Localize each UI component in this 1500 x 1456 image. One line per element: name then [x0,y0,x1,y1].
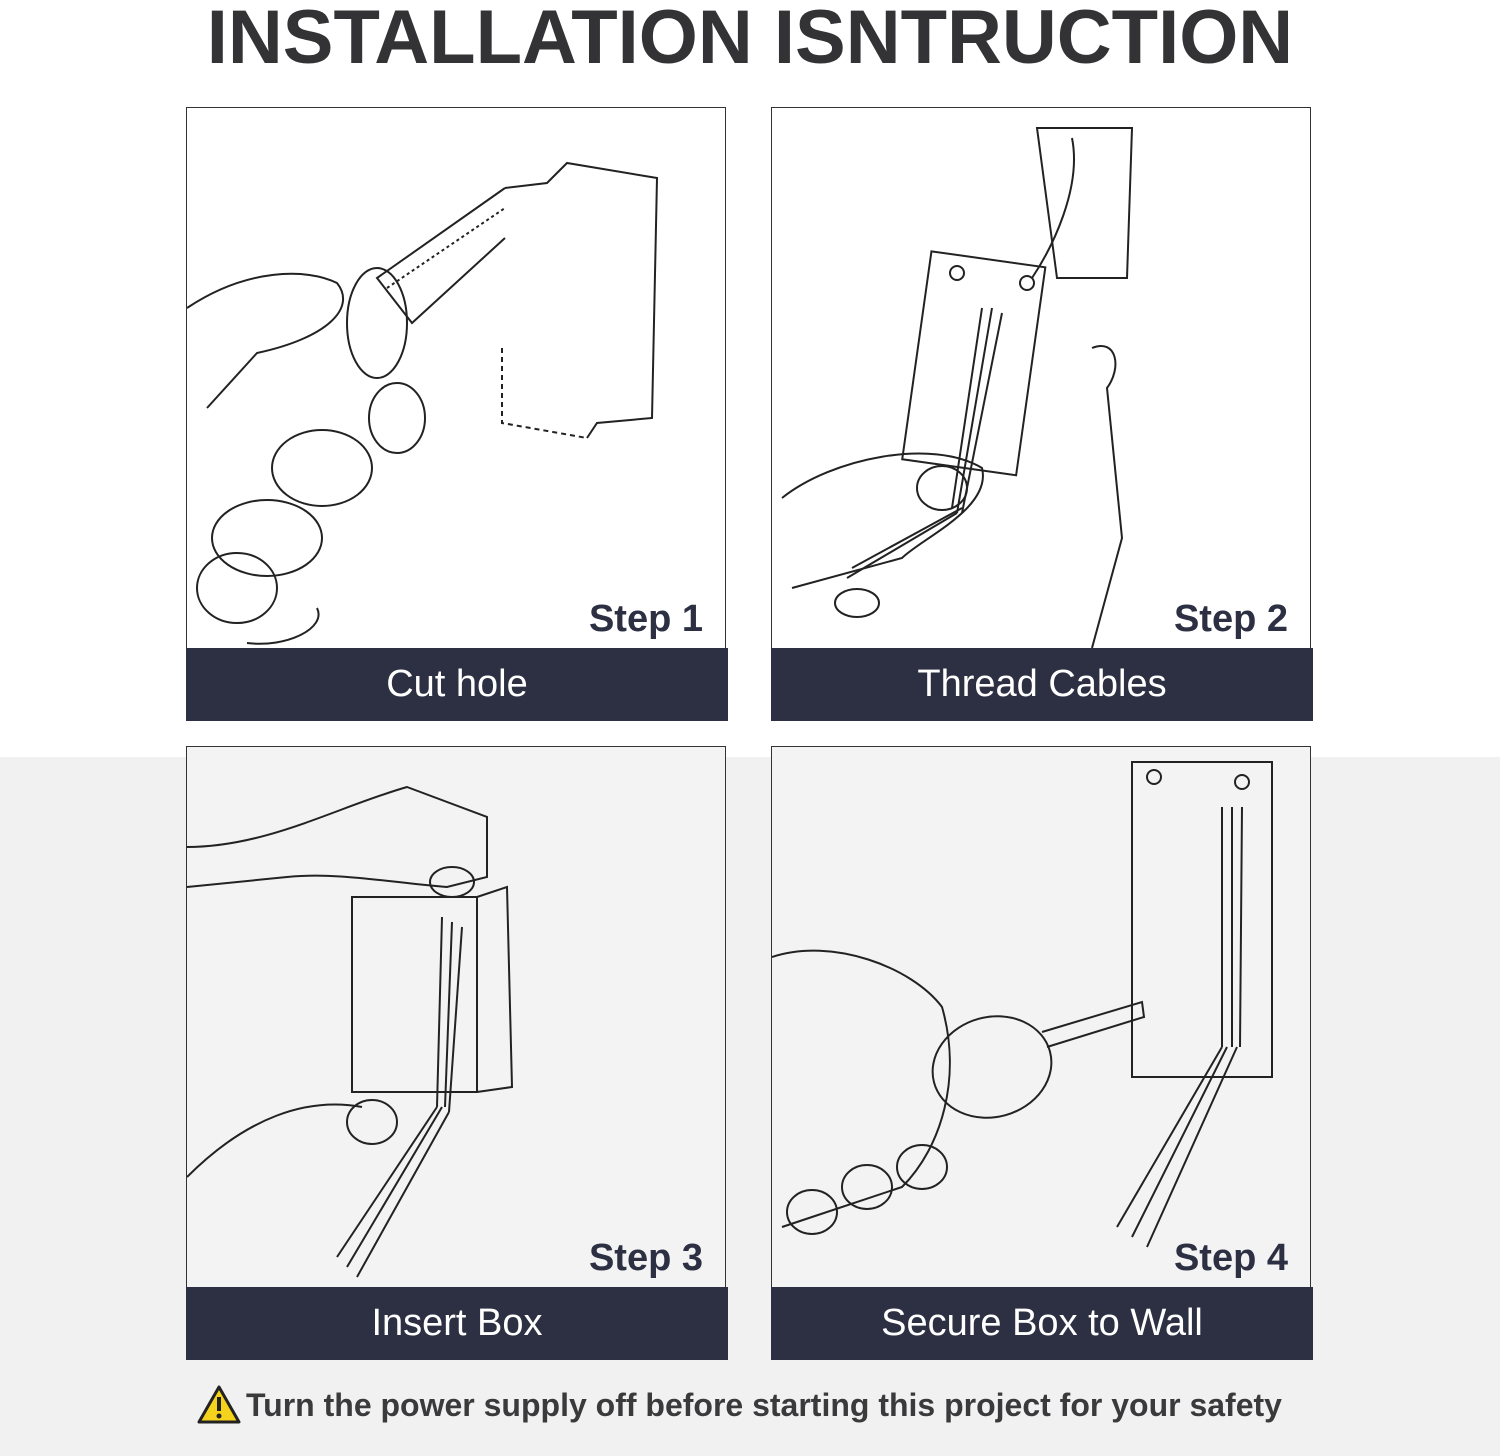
step-caption: Insert Box [186,1287,728,1360]
step-label: Step 1 [588,598,703,640]
step-label: Step 3 [588,1237,703,1279]
cut-hole-illustration [187,161,659,645]
step-label: Step 2 [1173,598,1288,640]
step-panel-1: Step 1 Cut hole [186,107,728,721]
warning-triangle-icon [197,1385,241,1424]
step-panel-4: Step 4 Secure Box to Wall [771,746,1313,1360]
step-panel-3: Step 3 Insert Box [186,746,728,1360]
step-label: Step 4 [1173,1237,1288,1279]
page-title: INSTALLATION ISNTRUCTION [206,0,1294,80]
secure-box-illustration [772,761,1273,1248]
step-caption: Cut hole [186,648,728,721]
step-caption: Secure Box to Wall [771,1287,1313,1360]
warning-text: Turn the power supply off before startin… [246,1386,1282,1423]
step-panel-2: Step 2 Thread Cables [771,107,1313,721]
thread-cables-illustration [781,127,1134,648]
insert-box-illustration [187,785,514,1278]
step-caption: Thread Cables [771,648,1313,721]
safety-warning: Turn the power supply off before startin… [196,1384,1282,1426]
